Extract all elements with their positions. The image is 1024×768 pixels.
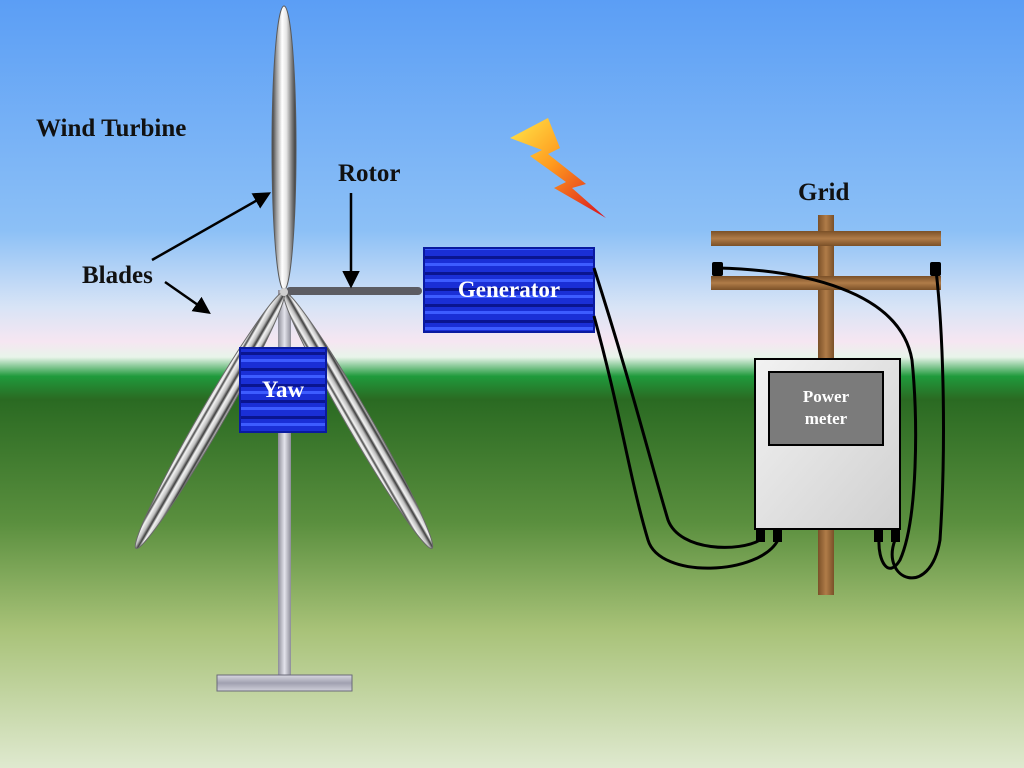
power-meter-screen (768, 371, 884, 446)
wire (890, 269, 945, 580)
insulator-left (712, 262, 723, 276)
blades-arrow-top (151, 192, 272, 262)
meter-terminal (773, 530, 782, 542)
yaw-box (239, 347, 327, 433)
blades-arrow-bottom (164, 280, 211, 315)
wind-turbine-title: Wind Turbine (36, 115, 187, 142)
power-meter-label: Power meter (769, 386, 883, 430)
meter-terminal (756, 530, 765, 542)
yaw-label: Yaw (261, 377, 305, 402)
power-meter-label-line2: meter (804, 409, 848, 428)
grid-label: Grid (798, 179, 850, 206)
rotor-label: Rotor (338, 160, 401, 187)
blades-label: Blades (82, 262, 153, 289)
generator-box (423, 247, 595, 333)
blade-top (271, 5, 297, 291)
meter-terminal (891, 530, 900, 542)
wires (592, 266, 945, 580)
hub (280, 288, 288, 296)
turbine-base (216, 674, 353, 692)
pole-crossarm-top (711, 231, 941, 246)
power-meter-label-line1: Power (802, 387, 850, 406)
wire (592, 315, 780, 570)
wire (592, 267, 761, 549)
wire (717, 266, 918, 570)
lightning-bolt-icon (510, 118, 606, 218)
rotor-shaft (286, 287, 422, 295)
generator-label: Generator (457, 277, 561, 302)
insulator-right (930, 262, 941, 276)
meter-terminal (874, 530, 883, 542)
